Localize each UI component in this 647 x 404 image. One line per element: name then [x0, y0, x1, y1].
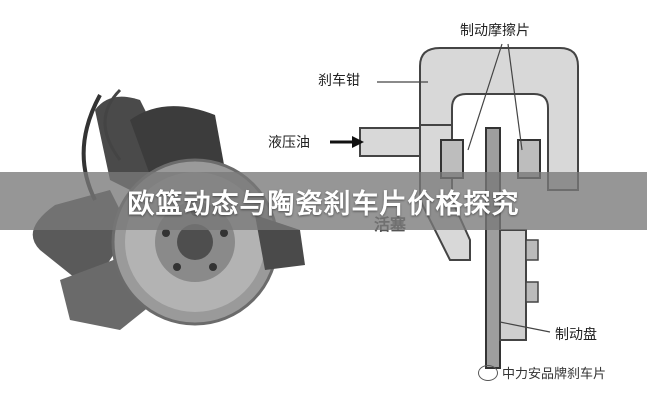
- brake-hose-2: [103, 88, 122, 161]
- title-banner: 欧篮动态与陶瓷刹车片价格探究: [0, 172, 647, 230]
- lug-hole: [220, 229, 228, 237]
- label-hydraulic-oil: 液压油: [268, 135, 310, 151]
- banner-title: 欧篮动态与陶瓷刹车片价格探究: [127, 188, 520, 220]
- wechat-icon: [478, 364, 498, 381]
- leader-disc: [499, 321, 551, 333]
- label-brake-pads: 制动摩擦片: [460, 23, 530, 39]
- leader-pad-left: [467, 43, 503, 151]
- watermark-text: 中力安品牌刹车片: [502, 367, 607, 382]
- watermark: 中力安品牌刹车片: [478, 363, 606, 382]
- lug-hole: [162, 229, 170, 237]
- hydraulic-inlet: [359, 127, 421, 157]
- leader-pad-right: [507, 43, 523, 151]
- brake-disc: [485, 127, 501, 369]
- lug-hole: [209, 263, 217, 271]
- hub-bolt: [525, 281, 539, 303]
- photo-hub-center: [177, 224, 213, 260]
- oil-arrow-head: [352, 136, 364, 148]
- hub: [499, 229, 527, 341]
- hub-bolt: [525, 239, 539, 261]
- label-caliper: 刹车钳: [318, 73, 360, 89]
- label-brake-disc: 制动盘: [555, 327, 597, 343]
- photo-caliper: [130, 106, 225, 175]
- lug-hole: [173, 263, 181, 271]
- caliper-body: [419, 47, 579, 191]
- caliper-schematic: [330, 43, 579, 369]
